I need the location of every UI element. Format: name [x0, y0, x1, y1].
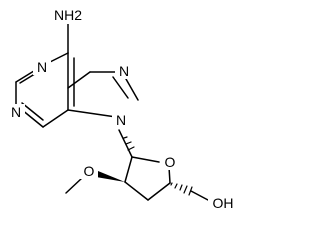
atom-label-ring-oxygen: O [165, 154, 176, 170]
hashed-bond-c1-n9 [123, 136, 135, 151]
atom-label-n7: N [119, 63, 129, 79]
bond-c5-n7 [67, 71, 91, 89]
atom-label-n1: N [37, 59, 47, 75]
bond-n3-c4-double [21, 102, 44, 121]
atom-label-amine: NH2 [54, 7, 82, 23]
chemical-structure: NH2 N N N N O O OH [7, 6, 238, 212]
bond-ch2-oh [190, 190, 209, 201]
wedge-bond-c2-o [96, 171, 125, 182]
atom-label-n9: N [116, 112, 126, 128]
atom-labels: NH2 N N N N O O OH [7, 6, 238, 212]
atom-label-n3: N [11, 104, 21, 120]
bond-n9-c1prime [118, 129, 133, 158]
bond-c4-c5 [42, 109, 69, 128]
bond-n7-c8-double [112, 76, 129, 99]
bond-c1-c2 [124, 156, 133, 183]
bond-c3-c4 [147, 182, 171, 201]
atom-label-methoxy-oxygen: O [84, 163, 95, 179]
bond-c2-c3 [124, 181, 149, 201]
bond-o-c1 [131, 156, 160, 163]
hashed-bond-c4-ch2 [170, 182, 193, 196]
atom-label-hydroxyl: OH [213, 195, 234, 211]
bond-o-methyl [65, 177, 83, 194]
